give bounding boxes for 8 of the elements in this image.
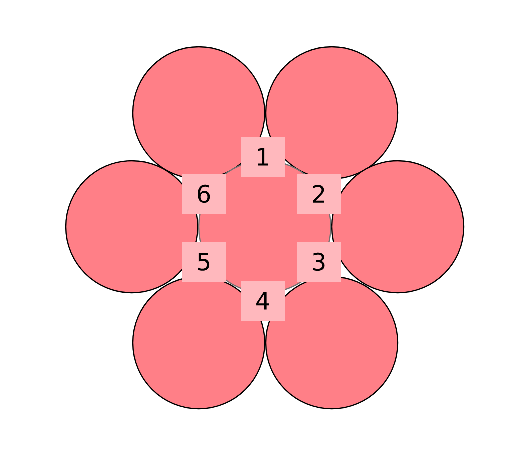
callout-number: 3 <box>297 242 341 282</box>
callout-number: 5 <box>182 242 226 282</box>
circle <box>331 160 465 294</box>
circle <box>65 160 199 294</box>
callout-number: 6 <box>182 174 226 214</box>
callout-number: 2 <box>297 174 341 214</box>
callout-number: 4 <box>241 281 285 321</box>
callout-number: 1 <box>241 137 285 177</box>
